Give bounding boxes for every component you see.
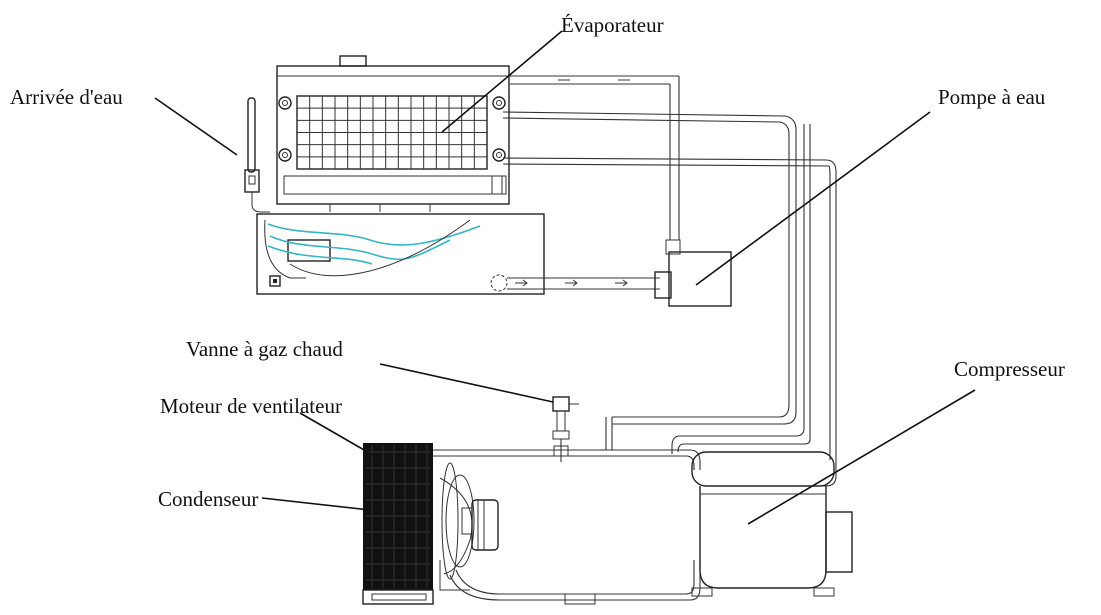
fan-motor xyxy=(439,462,499,591)
water-inlet-assembly xyxy=(244,97,270,213)
hot-gas-valve-label: Vanne à gaz chaud xyxy=(186,337,343,361)
water-tank xyxy=(256,213,660,295)
condenser-label: Condenseur xyxy=(158,487,258,511)
compressor xyxy=(691,451,853,597)
water-pump xyxy=(510,75,732,307)
compressor-label: Compresseur xyxy=(954,357,1065,381)
refrigerant-lines xyxy=(430,111,837,605)
evaporator-grid xyxy=(297,96,487,169)
fan-motor-label: Moteur de ventilateur xyxy=(160,394,342,418)
water-inlet-label: Arrivée d'eau xyxy=(10,85,123,109)
evaporator-label: Évaporateur xyxy=(561,13,664,37)
water-pump-label: Pompe à eau xyxy=(938,85,1046,109)
condenser xyxy=(362,443,434,605)
hot-gas-valve xyxy=(552,396,579,462)
evaporator-unit xyxy=(276,55,510,212)
